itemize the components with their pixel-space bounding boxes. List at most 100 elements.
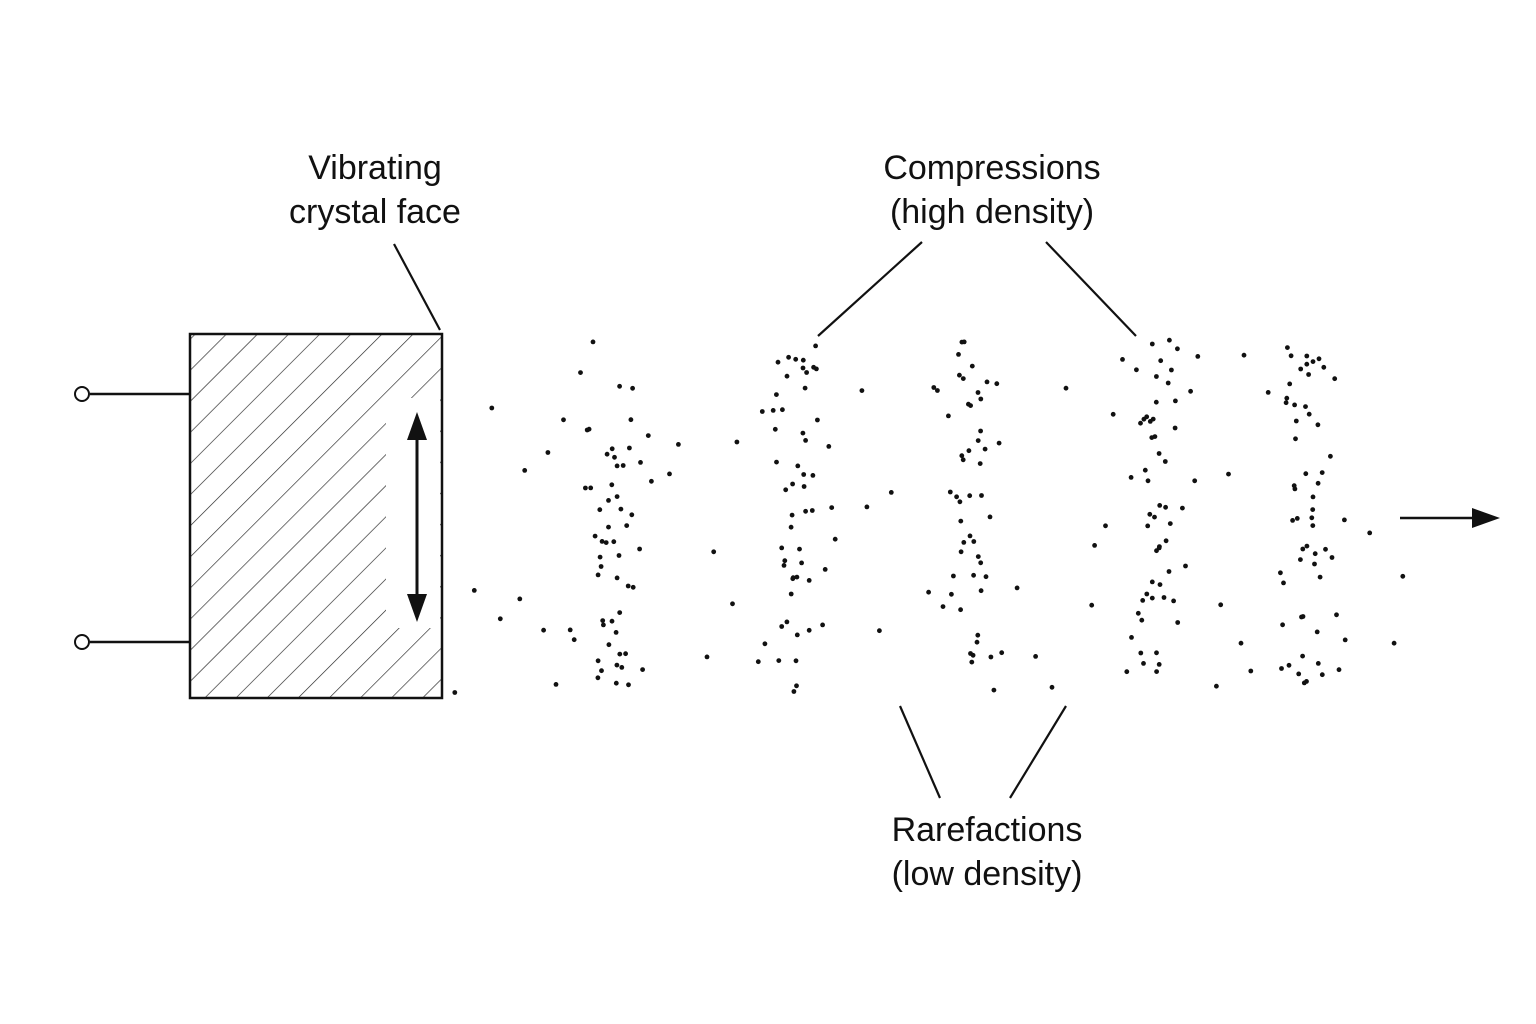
particle-dot	[640, 667, 645, 672]
particle-dot	[734, 439, 740, 445]
particle-dot	[1161, 595, 1167, 600]
particle-dot	[1154, 374, 1159, 379]
particle-dot	[471, 588, 477, 593]
particle-dot	[1304, 543, 1310, 549]
particle-dot	[800, 357, 806, 363]
compressions-label: Compressions (high density)	[842, 146, 1142, 234]
particle-dot	[983, 574, 989, 580]
particle-dot	[801, 472, 807, 477]
particle-dot	[609, 618, 615, 624]
particle-dot	[959, 453, 965, 459]
particle-dot	[1165, 380, 1171, 386]
particle-dot	[704, 654, 710, 660]
particle-dot	[960, 457, 966, 463]
particle-dot	[638, 460, 643, 465]
particle-dot	[598, 564, 604, 569]
particle-dot	[1089, 602, 1095, 608]
particle-dot	[489, 405, 495, 411]
particle-dot	[970, 652, 976, 658]
particle-dot	[794, 683, 799, 689]
particle-dot	[781, 563, 787, 568]
particle-dot	[794, 574, 800, 580]
particle-dot	[788, 524, 794, 530]
particle-dot	[996, 440, 1002, 446]
particle-dot	[969, 363, 975, 369]
particle-dot	[600, 618, 606, 623]
particle-dot	[877, 628, 882, 634]
particle-dot	[786, 354, 791, 360]
particle-dot	[772, 426, 778, 432]
particle-dot	[730, 601, 735, 607]
particle-dot	[957, 499, 963, 505]
particle-dot	[1298, 366, 1304, 372]
particle-dot	[774, 392, 779, 397]
particle-dot	[609, 482, 615, 488]
particle-dot	[1248, 668, 1254, 674]
particle-dot	[1283, 400, 1289, 406]
particle-dot	[782, 558, 788, 564]
particle-dot	[599, 668, 604, 674]
particle-dot	[1142, 467, 1148, 473]
particle-dot	[803, 508, 808, 514]
particle-dot	[1400, 573, 1406, 579]
particle-dot	[826, 444, 832, 449]
particle-dot	[603, 540, 609, 545]
particle-dot	[1278, 570, 1283, 576]
particle-dot	[1144, 591, 1150, 597]
particle-dot	[806, 578, 812, 583]
particle-dot	[1157, 503, 1163, 508]
particle-dot	[1154, 669, 1159, 674]
particle-dot	[1241, 352, 1247, 358]
particle-dot	[999, 650, 1005, 656]
particle-dot	[783, 487, 789, 493]
particle-dot	[809, 508, 815, 513]
particle-dot	[1169, 367, 1174, 373]
particle-dot	[1293, 418, 1299, 424]
particle-dot	[926, 589, 931, 595]
particle-dot	[1303, 404, 1308, 409]
particle-dot	[800, 430, 806, 436]
particle-dot	[780, 407, 785, 413]
particle-dot	[859, 388, 865, 393]
particle-dot	[1154, 650, 1159, 656]
particle-dot	[1287, 381, 1293, 387]
particle-dot	[960, 376, 966, 381]
particle-dot	[755, 659, 761, 665]
particle-dot	[1238, 640, 1244, 646]
particle-dot	[956, 352, 961, 357]
particle-dot	[1140, 598, 1146, 603]
double-headed-arrow-icon	[407, 412, 427, 622]
particle-dot	[966, 448, 972, 454]
particle-dot	[799, 560, 804, 566]
particle-dot	[1315, 661, 1321, 666]
particle-dot	[1314, 629, 1320, 635]
particle-dot	[1281, 580, 1286, 586]
particle-dot	[977, 461, 983, 466]
particle-dot	[595, 675, 601, 681]
particle-dot	[517, 596, 523, 602]
particle-dot	[1315, 480, 1321, 486]
particle-dot	[623, 651, 628, 657]
particle-dot	[578, 370, 583, 375]
particle-dot	[1301, 680, 1307, 686]
particle-dot	[667, 471, 672, 477]
particle-dot	[1192, 478, 1198, 484]
particle-dot	[951, 573, 956, 579]
particle-dot	[1310, 359, 1316, 364]
particle-dot	[1145, 523, 1151, 529]
particle-dot	[1284, 395, 1290, 401]
particle-dot	[613, 630, 619, 635]
particle-dot	[1141, 661, 1146, 666]
particle-dot	[797, 546, 802, 552]
particle-dot	[1321, 364, 1327, 370]
particle-dot	[1120, 357, 1125, 362]
particle-dot	[612, 454, 617, 460]
particle-dot	[794, 632, 800, 638]
particle-dot	[1180, 505, 1185, 511]
particle-dot	[940, 604, 946, 609]
particle-dot	[1145, 478, 1151, 484]
particle-dot	[588, 485, 594, 491]
particle-dot	[975, 554, 981, 559]
particle-dot	[1218, 602, 1224, 608]
particle-dot	[601, 622, 606, 628]
